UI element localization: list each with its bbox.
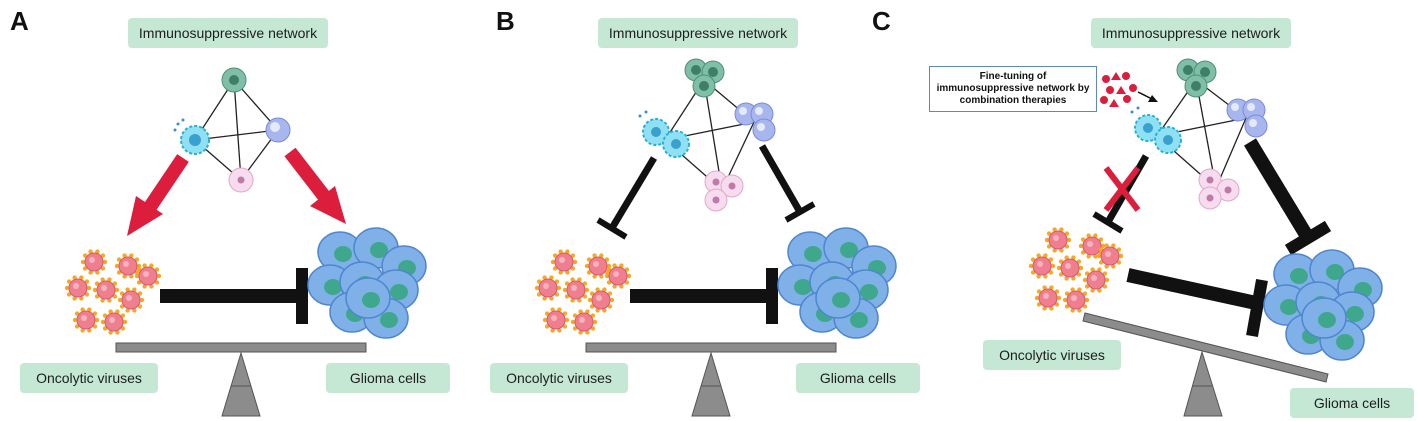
oncolytic-virus-icon <box>117 287 145 313</box>
myeloid-cell-icon <box>638 110 690 158</box>
panel-b: B Immunosuppressive network <box>470 0 940 421</box>
panel-a-virus-label: Oncolytic viruses <box>20 363 158 393</box>
lymphocyte-cell-icon <box>1226 98 1268 138</box>
oncolytic-virus-icon <box>1062 287 1090 313</box>
oncolytic-virus-icon <box>534 275 562 301</box>
panel-c-diagram <box>1028 58 1383 417</box>
promote-arrow-right <box>284 147 346 224</box>
macrophage-cell-icon <box>684 58 725 98</box>
panel-b-network-label: Immunosuppressive network <box>598 18 798 48</box>
panel-a-network-label: Immunosuppressive network <box>128 18 328 48</box>
panel-a: A Immunosuppressive network <box>0 0 470 421</box>
oncolytic-virus-icon <box>562 277 590 303</box>
oncolytic-virus-cluster <box>64 249 162 335</box>
glioma-cell-cluster <box>307 227 427 339</box>
oncolytic-virus-icon <box>542 307 570 333</box>
myeloid-cell-icon <box>1130 106 1182 154</box>
oncolytic-virus-icon <box>1028 253 1056 279</box>
inhibit-virus-arrow <box>596 156 658 240</box>
panel-a-diagram <box>64 67 427 417</box>
balance-scale <box>115 342 367 417</box>
oncolytic-virus-icon <box>72 307 100 333</box>
panel-b-letter: B <box>496 6 515 36</box>
macrophage-cell-icon <box>221 67 247 93</box>
macrophage-cell-icon <box>1176 58 1217 98</box>
oncolytic-virus-cluster <box>1028 227 1124 313</box>
oncolytic-virus-icon <box>1044 227 1072 253</box>
inhibit-glioma-arrow <box>758 144 816 223</box>
oncolytic-virus-icon <box>1096 243 1124 269</box>
panel-b-virus-label: Oncolytic viruses <box>490 363 628 393</box>
oncolytic-virus-icon <box>604 263 632 289</box>
oncolytic-virus-icon <box>570 309 598 335</box>
oncolytic-virus-icon <box>64 275 92 301</box>
balance-scale <box>585 342 837 417</box>
network-cells <box>1130 58 1268 210</box>
treg-cell-icon <box>1198 168 1240 210</box>
panel-a-glioma-label: Glioma cells <box>326 363 450 393</box>
inhibit-bar <box>630 268 778 324</box>
glioma-cell-cluster <box>777 227 897 339</box>
promote-arrow-left <box>127 154 189 236</box>
panel-c: C Immunosuppressive network Fine-tuning … <box>872 0 1417 421</box>
inhibit-glioma-arrow <box>1244 138 1332 256</box>
treg-cell-icon <box>704 170 744 212</box>
lymphocyte-cell-icon <box>734 102 776 142</box>
oncolytic-virus-icon <box>1056 255 1084 281</box>
glioma-cell-icon <box>815 277 861 319</box>
oncolytic-virus-icon <box>134 263 162 289</box>
treg-cell-icon <box>228 167 254 193</box>
balance-scale <box>1082 312 1329 417</box>
oncolytic-virus-icon <box>584 253 612 279</box>
oncolytic-virus-icon <box>92 277 120 303</box>
oncolytic-virus-icon <box>114 253 142 279</box>
panel-b-diagram <box>534 58 897 417</box>
drug-arrow <box>1137 91 1158 102</box>
myeloid-cell-icon <box>173 118 210 155</box>
network-cells <box>173 67 291 193</box>
glioma-cell-icon <box>1301 297 1347 339</box>
panel-c-network-label: Immunosuppressive network <box>1091 18 1291 48</box>
oncolytic-virus-icon <box>1078 233 1106 259</box>
oncolytic-virus-icon <box>587 287 615 313</box>
oncolytic-virus-icon <box>1082 267 1110 293</box>
lymphocyte-cell-icon <box>265 117 291 143</box>
block-x-icon <box>1103 166 1141 212</box>
oncolytic-virus-icon <box>1034 285 1062 311</box>
drug-molecules-icon <box>1100 72 1137 107</box>
blocked-inhibit-virus-arrow <box>1092 154 1150 234</box>
oncolytic-virus-icon <box>100 309 128 335</box>
glioma-cell-icon <box>345 277 391 319</box>
panel-a-letter: A <box>10 6 29 36</box>
combination-therapy-note: Fine-tuning of immunosuppressive network… <box>929 66 1097 112</box>
network-cells <box>638 58 776 212</box>
panel-c-letter: C <box>872 6 891 36</box>
oncolytic-virus-icon <box>550 249 578 275</box>
inhibit-bar <box>160 268 308 324</box>
glioma-cell-cluster <box>1263 249 1383 361</box>
panel-b-glioma-label: Glioma cells <box>796 363 920 393</box>
oncolytic-virus-cluster <box>534 249 632 335</box>
panel-c-glioma-label: Glioma cells <box>1290 388 1414 418</box>
panel-c-virus-label: Oncolytic viruses <box>983 340 1121 370</box>
inhibit-bar <box>1126 268 1268 338</box>
oncolytic-virus-icon <box>80 249 108 275</box>
